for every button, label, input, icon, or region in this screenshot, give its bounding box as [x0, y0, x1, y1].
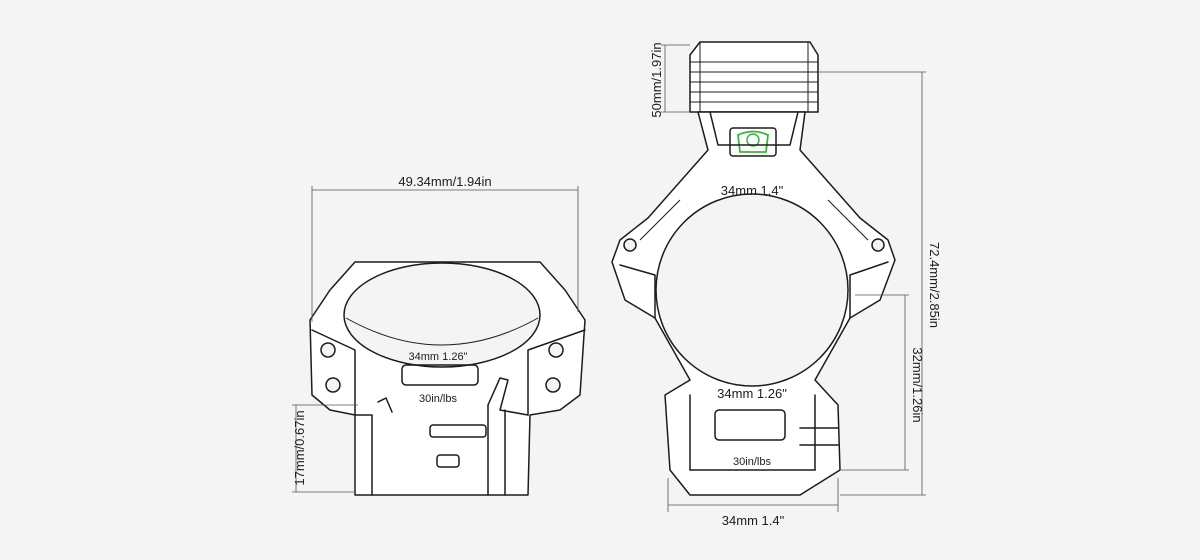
bubble-level [729, 127, 777, 157]
right-top-height-dimension: 50mm/1.97in [649, 42, 664, 117]
left-torque-label: 30in/lbs [419, 393, 457, 405]
left-width-dimension: 49.34mm/1.94in [398, 174, 491, 189]
left-height-dimension: 17mm/0.67in [292, 410, 307, 485]
right-ring-bottom-label: 34mm 1.26" [717, 386, 787, 401]
left-ring-size-label: 34mm 1.26" [409, 351, 468, 363]
right-mount-drawing [611, 41, 926, 512]
right-torque-label: 30in/lbs [733, 456, 771, 468]
right-bottom-width-dimension: 34mm 1.4" [722, 513, 785, 528]
left-mount-drawing [292, 186, 586, 496]
right-center-height-dimension: 32mm/1.26in [910, 347, 925, 422]
right-ring-top-label: 34mm 1.4" [721, 183, 784, 198]
right-total-height-dimension: 72.4mm/2.85in [927, 242, 942, 328]
